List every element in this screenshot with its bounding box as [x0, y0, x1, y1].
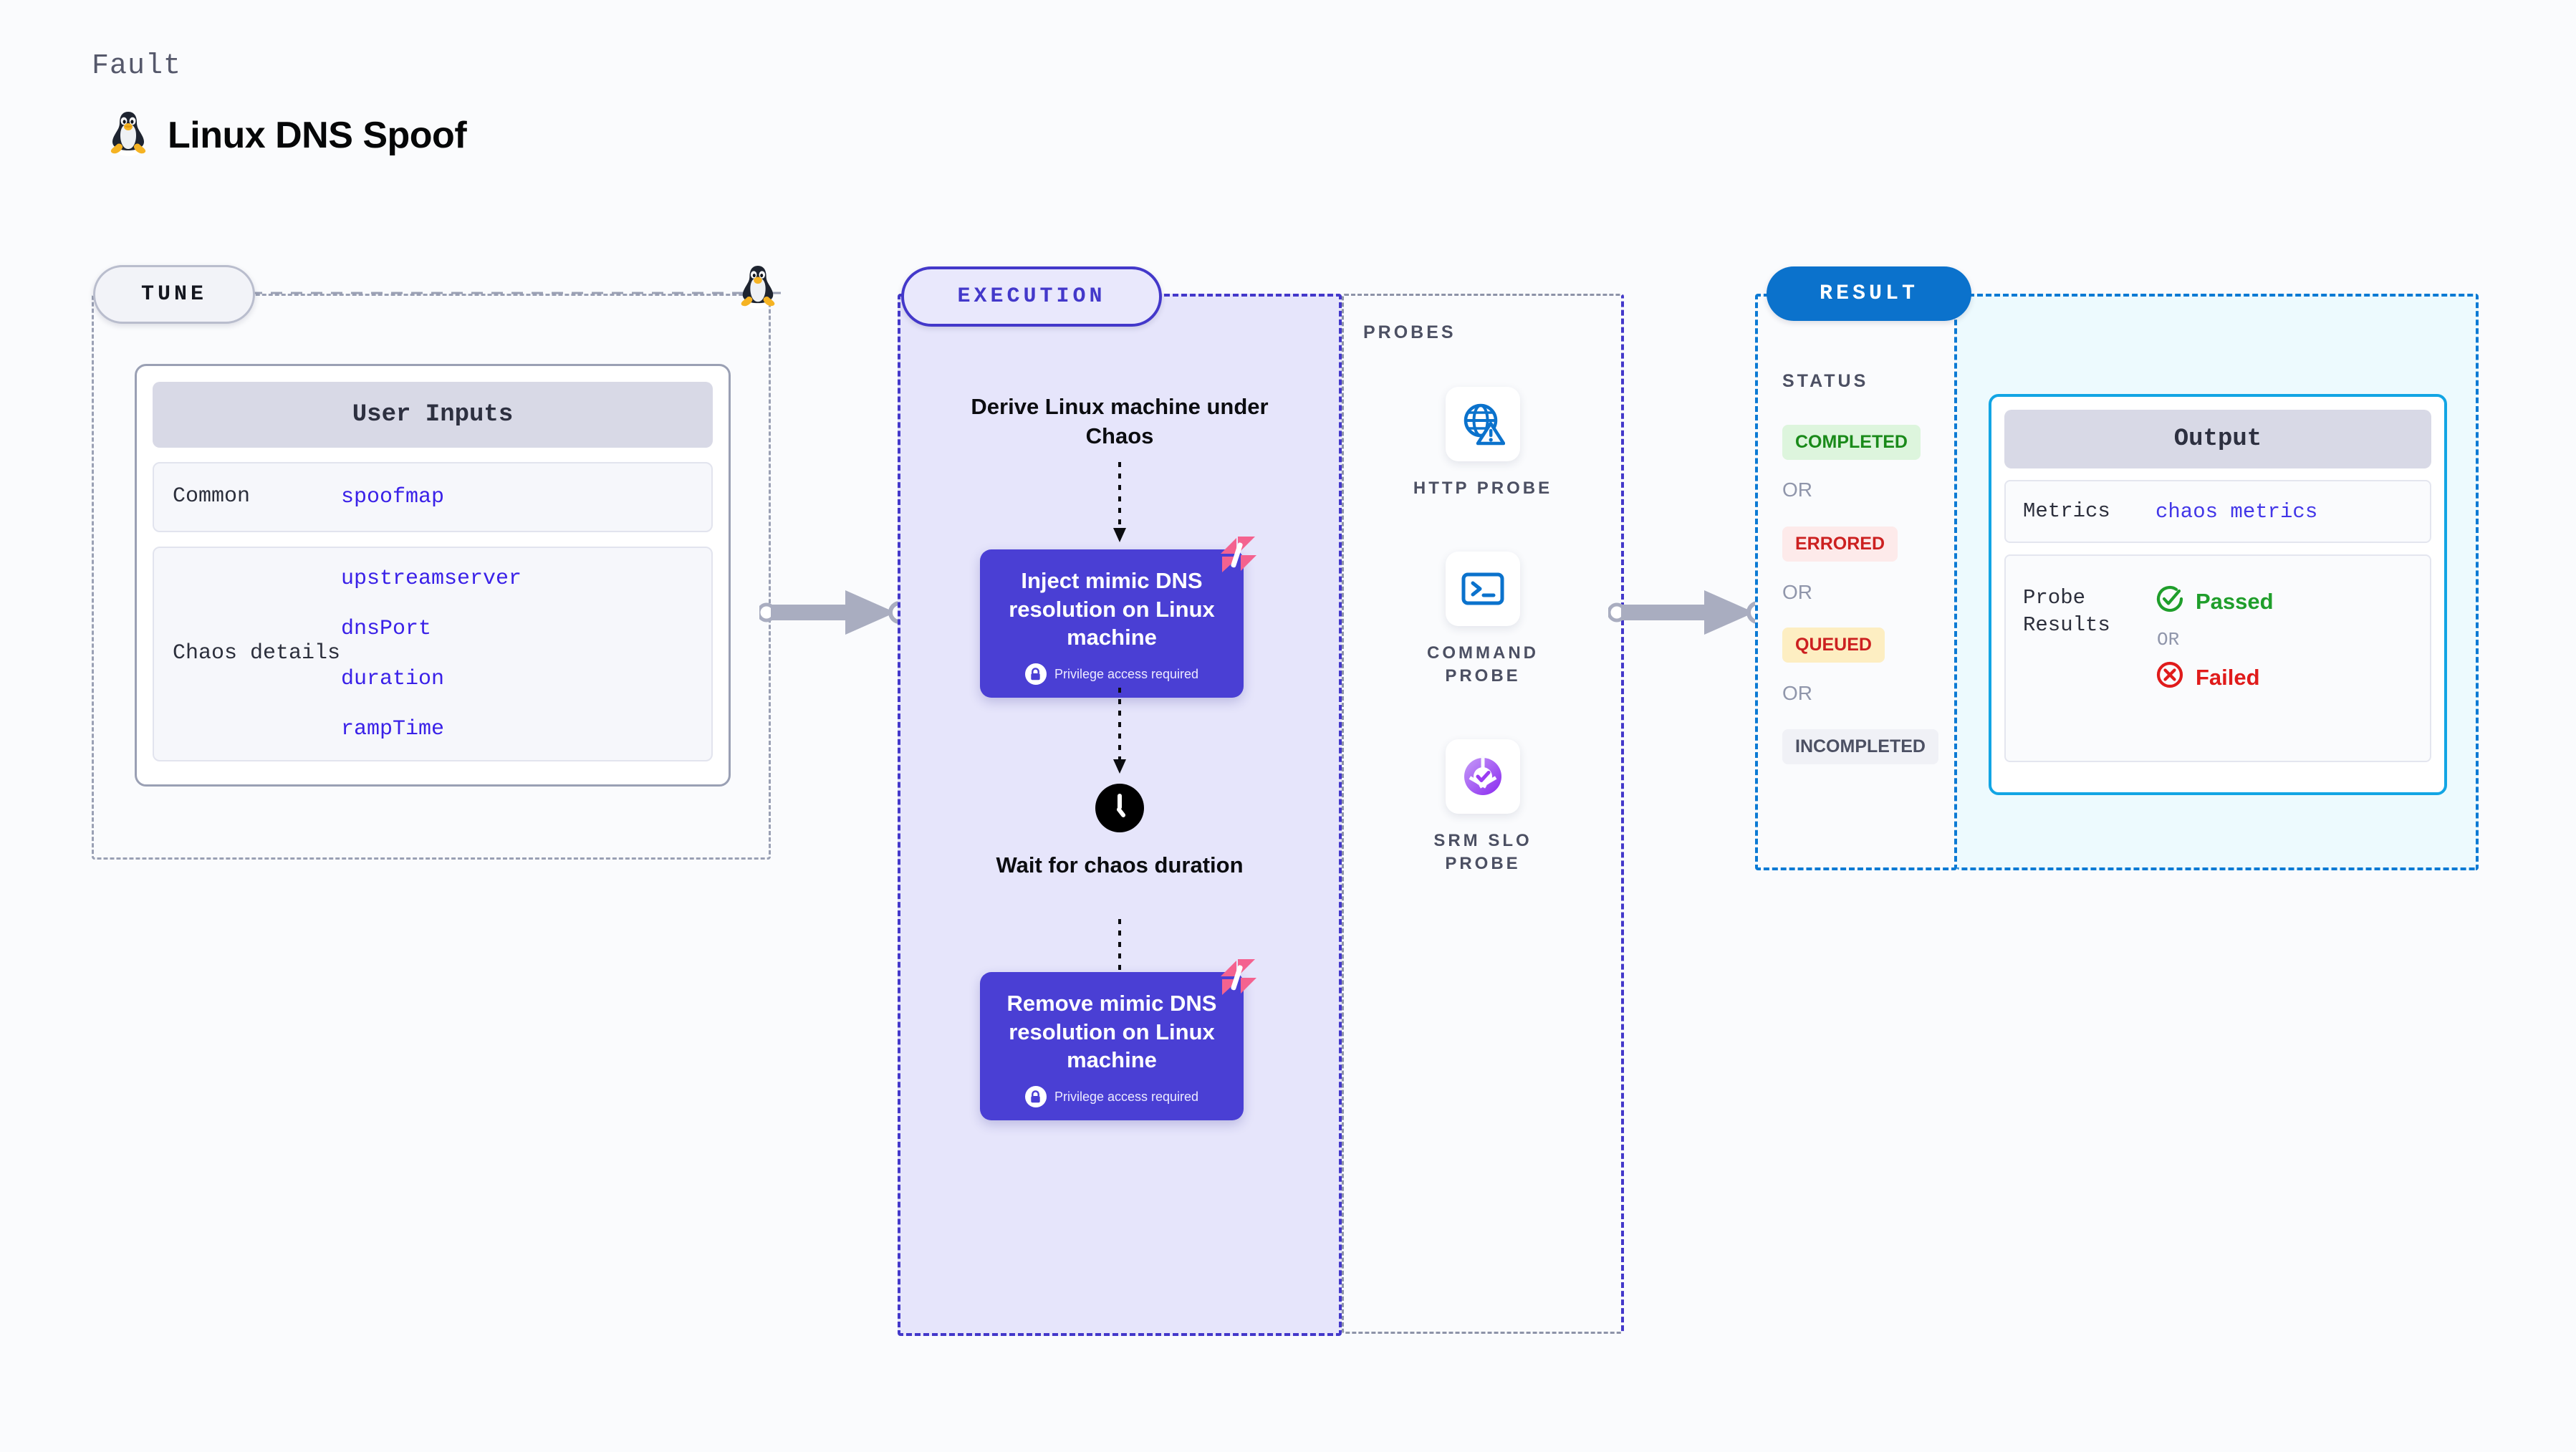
execution-node-remove[interactable]: Remove mimic DNS resolution on Linux mac… — [980, 959, 1256, 1121]
tune-panel — [92, 294, 771, 860]
globe-warning-icon — [1446, 387, 1520, 461]
x-circle-icon — [2156, 660, 2184, 695]
output-card: Output Metrics chaos metrics Probe Resul… — [1989, 394, 2447, 795]
status-badge-incompleted: INCOMPLETED — [1782, 729, 1938, 764]
tune-row-common: Common spoofmap — [153, 462, 713, 532]
tune-badge[interactable]: TUNE — [93, 265, 255, 324]
output-row-metrics: Metrics chaos metrics — [2004, 480, 2431, 543]
output-row-probe-results: Probe Results Passed OR — [2004, 554, 2431, 762]
litmus-chaos-icon — [1215, 532, 1259, 577]
probe-result-or: OR — [2157, 629, 2180, 650]
output-row-value[interactable]: chaos metrics — [2156, 499, 2318, 524]
page-header: Fault Linux DNS Spoof — [92, 50, 467, 160]
node-privilege-note: Privilege access required — [999, 1086, 1225, 1108]
output-row-key: Metrics — [2023, 499, 2110, 524]
privilege-text: Privilege access required — [1054, 666, 1199, 681]
tune-dashed-connector — [251, 292, 781, 294]
probes-to-result-arrow — [1608, 590, 1769, 635]
passed-label: Passed — [2196, 589, 2274, 614]
probe-result-passed: Passed — [2156, 585, 2274, 619]
status-or: OR — [1782, 581, 1812, 603]
output-row-key: Probe Results — [2023, 586, 2110, 637]
fault-title-row: Linux DNS Spoof — [107, 110, 467, 160]
probe-label: SRM SLO PROBE — [1433, 831, 1532, 874]
status-badge-errored: ERRORED — [1782, 527, 1898, 562]
probe-item-http[interactable]: HTTP PROBE — [1400, 387, 1565, 500]
probes-panel — [1342, 294, 1624, 1334]
privilege-text: Privilege access required — [1054, 1089, 1199, 1104]
node-title: Inject mimic DNS resolution on Linux mac… — [1009, 568, 1215, 650]
tune-value[interactable]: rampTime — [341, 717, 445, 741]
probe-label: COMMAND PROBE — [1427, 643, 1539, 686]
output-title: Output — [2004, 410, 2431, 468]
status-or: OR — [1782, 682, 1812, 704]
exec-arrow-2 — [1113, 688, 1126, 774]
user-inputs-title: User Inputs — [153, 382, 713, 448]
probes-section-label: PROBES — [1363, 322, 1456, 342]
execution-node-inject[interactable]: Inject mimic DNS resolution on Linux mac… — [980, 537, 1256, 698]
status-or: OR — [1782, 479, 1812, 501]
probe-item-command[interactable]: COMMAND PROBE — [1400, 552, 1565, 688]
user-inputs-card: User Inputs Common spoofmap Chaos detail… — [135, 364, 731, 787]
status-badge-queued: QUEUED — [1782, 628, 1885, 663]
status-section-label: STATUS — [1782, 371, 1869, 391]
clock-icon — [1095, 784, 1144, 836]
exec-arrow-1 — [1113, 462, 1126, 542]
probe-item-srm-slo[interactable]: SRM SLO PROBE — [1400, 739, 1565, 876]
fault-eyebrow: Fault — [92, 50, 182, 82]
node-title: Remove mimic DNS resolution on Linux mac… — [1006, 991, 1217, 1073]
lock-icon — [1024, 663, 1047, 686]
linux-tux-icon — [107, 110, 149, 160]
tune-row-key: Chaos details — [173, 641, 341, 666]
probe-result-values: Passed OR Failed — [2156, 585, 2274, 695]
tune-row-key: Common — [173, 484, 251, 509]
check-circle-icon — [2156, 585, 2184, 619]
probe-result-failed: Failed — [2156, 660, 2274, 695]
tune-row-values: spoofmap — [341, 485, 444, 509]
execution-wait-text: Wait for chaos duration — [996, 852, 1244, 878]
failed-label: Failed — [2196, 665, 2260, 690]
probe-label: HTTP PROBE — [1413, 479, 1553, 498]
terminal-icon — [1446, 552, 1520, 626]
lock-icon — [1024, 1086, 1047, 1108]
status-badge-completed: COMPLETED — [1782, 425, 1921, 460]
slo-donut-check-icon — [1446, 739, 1520, 814]
tune-value[interactable]: dnsPort — [341, 617, 432, 641]
execution-badge[interactable]: EXECUTION — [901, 266, 1162, 327]
tune-value[interactable]: upstreamserver — [341, 567, 522, 591]
result-badge[interactable]: RESULT — [1767, 266, 1971, 321]
litmus-chaos-icon — [1215, 955, 1259, 999]
tune-value[interactable]: duration — [341, 667, 445, 691]
tune-edge-linux-tux-icon — [738, 264, 778, 313]
page-title: Linux DNS Spoof — [168, 114, 467, 156]
tune-to-execution-arrow — [759, 590, 910, 635]
tune-value[interactable]: spoofmap — [341, 485, 445, 509]
tune-row-chaos-details: Chaos details upstreamserver dnsPort dur… — [153, 547, 713, 761]
node-privilege-note: Privilege access required — [999, 663, 1225, 686]
result-status-panel — [1755, 294, 1957, 870]
execution-start-text: Derive Linux machine under Chaos — [971, 394, 1269, 448]
tune-row-values: upstreamserver dnsPort duration rampTime — [341, 567, 522, 741]
